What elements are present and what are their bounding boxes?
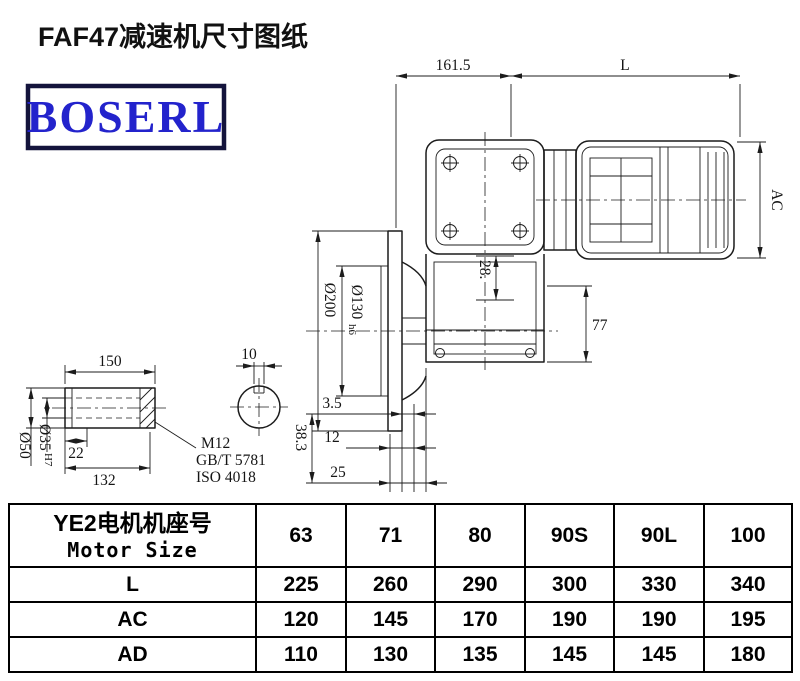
table-cell: 225 — [255, 566, 347, 603]
dim-d35-tol-label: H7 — [42, 453, 54, 467]
dim-d200-label: Ø200 — [321, 283, 338, 318]
row-label-AD: AD — [8, 636, 257, 673]
dim-d50-label: Ø50 — [16, 432, 33, 459]
dim-10-label: 10 — [241, 346, 257, 363]
column-header-63: 63 — [255, 503, 347, 568]
table-cell: 145 — [345, 601, 436, 638]
dimension-28: 28. — [476, 255, 514, 301]
column-header-80: 80 — [434, 503, 526, 568]
table-cell: 330 — [613, 566, 705, 603]
table-cell: 300 — [524, 566, 615, 603]
table-cell: 130 — [345, 636, 436, 673]
table-cell: 340 — [703, 566, 793, 603]
table-cell: 135 — [434, 636, 526, 673]
dimension-L: L — [511, 57, 741, 137]
table-cell: 290 — [434, 566, 526, 603]
table-cell: 195 — [703, 601, 793, 638]
page-title: FAF47减速机尺寸图纸 — [38, 21, 308, 52]
dim-132-label: 132 — [92, 472, 115, 489]
table-cell: 110 — [255, 636, 347, 673]
motor-size-header-cn: YE2电机机座号 — [53, 509, 212, 536]
dim-d130-label: Ø130 — [348, 285, 365, 320]
table-cell: 120 — [255, 601, 347, 638]
row-label-AC: AC — [8, 601, 257, 638]
table-cell: 260 — [345, 566, 436, 603]
column-header-71: 71 — [345, 503, 436, 568]
dim-161-5-label: 161.5 — [436, 57, 471, 74]
output-flange — [380, 230, 427, 432]
table-row-L: L 225 260 290 300 330 340 — [8, 566, 793, 603]
table-cell: 190 — [613, 601, 705, 638]
shaft-detail: 150 22 132 Ø50 Ø35 H7 M12 GB/T 5781 ISO … — [16, 353, 266, 489]
logo-text: BOSERL — [27, 91, 226, 142]
table-cell: 190 — [524, 601, 615, 638]
motor-size-table: YE2电机机座号 Motor Size 63 71 80 90S 90L 100… — [8, 503, 793, 673]
standard-iso-label: ISO 4018 — [196, 469, 256, 486]
dim-AC-label: AC — [768, 189, 785, 211]
column-header-90L: 90L — [613, 503, 705, 568]
table-row-AC: AC 120 145 170 190 190 195 — [8, 601, 793, 638]
dimension-flange-offsets: 3.5 12 25 38.3 — [292, 368, 447, 492]
gearbox-head — [425, 139, 545, 255]
dimension-AC: AC — [737, 141, 785, 259]
logo-box: BOSERL — [25, 83, 227, 151]
dim-d35-label: Ø35 — [36, 424, 53, 451]
table-cell: 145 — [524, 636, 615, 673]
table-header-motor-size: YE2电机机座号 Motor Size — [8, 503, 257, 568]
table-cell: 180 — [703, 636, 793, 673]
column-header-100: 100 — [703, 503, 793, 568]
dim-77-label: 77 — [592, 317, 608, 334]
dimension-d130: Ø130 h6 — [336, 265, 381, 397]
motor — [543, 140, 735, 260]
thread-spec-label: M12 — [201, 435, 230, 452]
column-header-90S: 90S — [524, 503, 615, 568]
row-label-L: L — [8, 566, 257, 603]
dim-150-label: 150 — [98, 353, 122, 370]
dim-L-label: L — [620, 57, 629, 74]
dimension-77: 77 — [547, 285, 608, 363]
table-cell: 170 — [434, 601, 526, 638]
dim-22-label: 22 — [68, 445, 84, 462]
dim-12-label: 12 — [324, 429, 340, 446]
table-row-AD: AD 110 130 135 145 145 180 — [8, 636, 793, 673]
dimension-161-5: 161.5 — [395, 57, 512, 228]
dim-d130-tol-label: h6 — [346, 324, 358, 336]
dim-38-3-label: 38.3 — [292, 424, 309, 451]
dim-3-5-label: 3.5 — [322, 395, 342, 412]
centerlines — [306, 132, 746, 370]
dim-25-label: 25 — [330, 464, 346, 481]
table-header-row: YE2电机机座号 Motor Size 63 71 80 90S 90L 100 — [8, 503, 793, 568]
motor-size-header-en: Motor Size — [67, 538, 198, 563]
dim-28-label: 28. — [476, 260, 493, 279]
table-cell: 145 — [613, 636, 705, 673]
keyway-detail: 10 — [230, 346, 288, 436]
gearbox-housing — [425, 254, 545, 363]
technical-drawing: FAF47减速机尺寸图纸 BOSERL — [16, 21, 785, 492]
dimension-d200: Ø200 — [312, 230, 388, 432]
standard-gb-label: GB/T 5781 — [196, 452, 266, 469]
